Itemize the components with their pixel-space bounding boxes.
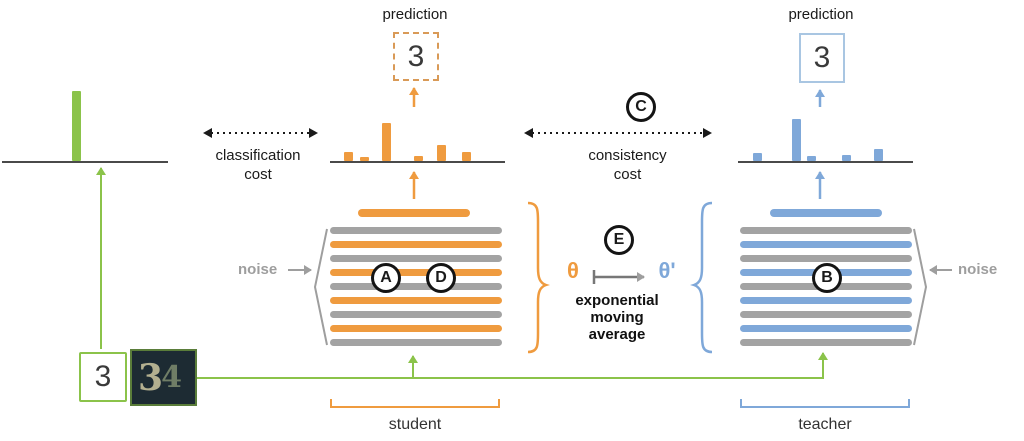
teacher-output-layer-bar — [770, 209, 882, 217]
student-prediction-distribution-bar — [414, 156, 423, 161]
network-layer-gray — [330, 311, 502, 318]
teacher-prediction-chart — [738, 116, 913, 163]
input-label-value: 3 — [94, 360, 112, 393]
network-layer-orange — [330, 297, 502, 304]
teacher-prediction-distribution-bar — [807, 156, 816, 161]
network-layer-orange — [330, 269, 502, 276]
student-prediction-distribution-bar — [437, 145, 446, 161]
teacher-prediction-distribution-bar — [874, 149, 883, 161]
teacher-noise-label: noise — [958, 261, 998, 278]
input-image-digit-primary: 3 — [138, 356, 164, 399]
badge-d: D — [426, 263, 456, 293]
student-prediction-chart — [330, 120, 505, 163]
true-label-distribution-bar — [72, 91, 81, 161]
ema-caption-line3: average — [588, 326, 646, 343]
network-layer-orange — [330, 325, 502, 332]
network-layer-gray — [330, 255, 502, 262]
ema-caption-line2: moving — [590, 309, 644, 326]
classification-cost-label: classification cost — [195, 146, 321, 184]
input-image: 3 4 — [130, 349, 197, 406]
student-output-layer-bar — [358, 209, 470, 217]
consistency-cost-line1: consistency — [588, 147, 667, 164]
badge-e: E — [604, 225, 634, 255]
consistency-cost-arrowhead-left — [524, 128, 533, 138]
student-network-stack — [330, 227, 502, 346]
theta-teacher: θ' — [658, 258, 676, 283]
input-to-teacher-arrow — [190, 352, 828, 379]
student-bracket — [330, 399, 500, 408]
teacher-prediction-distribution-bar — [753, 153, 762, 161]
network-layer-gray — [330, 339, 502, 346]
teacher-weights-brace — [690, 201, 713, 354]
classification-cost-line2: cost — [244, 166, 272, 183]
input-label-box: 3 — [79, 352, 127, 402]
student-noise-label: noise — [238, 261, 278, 278]
teacher-model-label: teacher — [798, 416, 852, 433]
teacher-bracket — [740, 399, 910, 408]
network-layer-gray — [740, 227, 912, 234]
student-prediction-distribution-bar — [462, 152, 471, 161]
teacher-prediction-distribution-bar — [792, 119, 801, 161]
network-layer-gray — [330, 227, 502, 234]
teacher-prediction-box: 3 — [799, 33, 845, 83]
student-prediction-box: 3 — [393, 32, 439, 81]
student-noise-bracket — [313, 228, 328, 346]
network-layer-blue — [740, 297, 912, 304]
student-weights-brace — [527, 201, 550, 354]
network-layer-gray — [740, 311, 912, 318]
student-prediction-label: prediction — [382, 6, 448, 23]
student-prediction-distribution-bar — [344, 152, 353, 161]
true-label-chart — [2, 60, 168, 163]
student-model-label: student — [388, 416, 442, 433]
network-layer-blue — [740, 241, 912, 248]
input-image-digit-secondary: 4 — [161, 360, 182, 395]
consistency-cost-label: consistency cost — [565, 146, 690, 184]
theta-student: θ — [567, 258, 579, 283]
badge-b: B — [812, 263, 842, 293]
student-prediction-distribution-bar — [382, 123, 391, 161]
network-layer-gray — [740, 255, 912, 262]
student-prediction-value: 3 — [407, 39, 425, 73]
teacher-prediction-label: prediction — [788, 6, 854, 23]
network-layer-blue — [740, 325, 912, 332]
classification-cost-arrowhead-right — [309, 128, 318, 138]
teacher-prediction-value: 3 — [813, 41, 831, 74]
consistency-cost-line2: cost — [613, 166, 642, 183]
ema-caption: exponential moving average — [552, 292, 682, 343]
classification-cost-line1: classification — [215, 147, 301, 164]
classification-cost-arrowhead-left — [203, 128, 212, 138]
ema-caption-line1: exponential — [575, 292, 659, 309]
consistency-cost-arrowhead-right — [703, 128, 712, 138]
badge-c: C — [626, 92, 656, 122]
network-layer-gray — [740, 339, 912, 346]
network-layer-gray — [330, 283, 502, 290]
network-layer-orange — [330, 241, 502, 248]
teacher-noise-bracket — [913, 228, 928, 346]
badge-a: A — [371, 263, 401, 293]
teacher-prediction-distribution-bar — [842, 155, 851, 161]
student-prediction-distribution-bar — [360, 157, 369, 161]
